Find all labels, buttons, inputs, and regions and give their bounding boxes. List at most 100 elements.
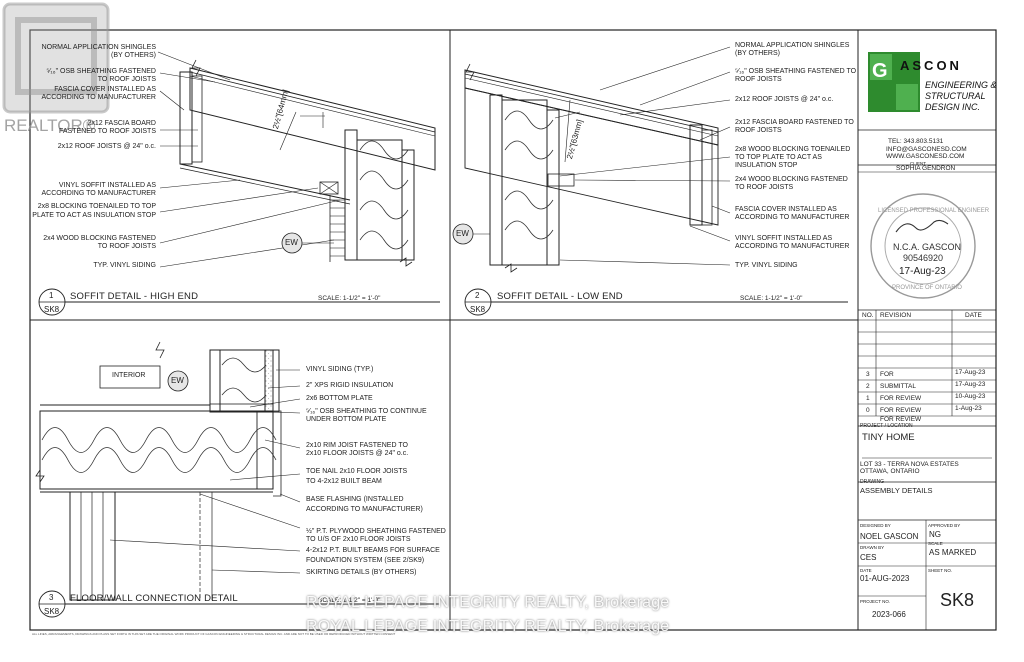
stamp-number: 90546920 (903, 253, 944, 263)
d3-note-15: SKIRTING DETAILS (BY OTHERS) (306, 569, 417, 576)
d3-note-5: 2x10 RIM JOIST FASTENED TO (306, 442, 408, 449)
d1-ew-tag: EW (285, 238, 298, 247)
d2-note-13: ACCORDING TO MANUFACTURER (735, 214, 850, 221)
d2-note-14: VINYL SOFFIT INSTALLED AS (735, 235, 833, 242)
d3-note-7: TOE NAIL 2x10 FLOOR JOISTS (306, 468, 408, 475)
rev-header-no: NO. (862, 312, 874, 319)
d2-note-12: FASCIA COVER INSTALLED AS (735, 206, 837, 213)
stamp-ring-bottom: PROVINCE OF ONTARIO (892, 285, 962, 291)
d3-interior-label: INTERIOR (112, 372, 146, 379)
approved-by: NG (929, 530, 941, 539)
d1-note-12: PLATE TO ACT AS INSULATION STOP (32, 212, 156, 219)
d2-note-7: 2x8 WOOD BLOCKING TOENAILED (735, 146, 851, 153)
d1-note-0: NORMAL APPLICATION SHINGLES (41, 44, 156, 51)
d1-note-11: 2x8 BLOCKING TOENAILED TO TOP (37, 203, 156, 210)
project-no: 2023-066 (872, 610, 906, 619)
d2-note-5: 2x12 FASCIA BOARD FASTENED TO (735, 119, 854, 126)
realtor-logo (2, 2, 110, 114)
detail-3-linework (35, 341, 440, 618)
d2-note-3: ROOF JOISTS (735, 76, 782, 83)
rev-row-2-date: 17-Aug-23 (955, 381, 986, 388)
tb-email: INFO@GASCONESD.COM (886, 146, 967, 153)
rev-row-2-desc: SUBMITTAL (880, 383, 916, 390)
d3-number: 3 (49, 593, 54, 602)
date-value: 01-AUG-2023 (860, 574, 910, 583)
d3-note-1: 2" XPS RIGID INSULATION (306, 382, 394, 389)
sheet-no-label: SHEET NO. (928, 568, 953, 573)
d3-ew-tag: EW (171, 376, 184, 385)
d1-note-3: TO ROOF JOISTS (97, 76, 156, 83)
rev-overflow: FOR REVIEW (880, 416, 922, 423)
d1-scale: SCALE: 1-1/2" = 1'-0" (318, 295, 381, 302)
d3-scale: SCALE: 1-1/2" = 1'-0" (318, 597, 381, 604)
d2-note-2: ⁵⁄₁₆" OSB SHEATHING FASTENED TO (735, 68, 857, 75)
d3-note-4: UNDER BOTTOM PLATE (306, 416, 387, 423)
d2-sheet: SK8 (470, 305, 486, 314)
stamp-ring-top: LICENSED PROFESSIONAL ENGINEER (878, 208, 990, 214)
d2-note-1: (BY OTHERS) (735, 50, 780, 57)
d1-note-10: ACCORDING TO MANUFACTURER (41, 190, 156, 197)
project-no-label: PROJECT NO. (860, 599, 891, 604)
brokerage-watermark-1: ROYAL LEPAGE INTEGRITY REALTY, Brokerage (306, 594, 670, 611)
d2-ew-tag: EW (456, 229, 469, 238)
scale-label: SCALE (928, 541, 943, 546)
d2-note-4: 2x12 ROOF JOISTS @ 24" o.c. (735, 96, 834, 103)
d1-sheet: SK8 (44, 305, 60, 314)
project-location-1: LOT 33 - TERRA NOVA ESTATES (860, 461, 959, 468)
drawing-label: DRAWING (860, 479, 884, 485)
d3-note-14: FOUNDATION SYSTEM (SEE 2/SK9) (306, 557, 425, 564)
d2-note-6: ROOF JOISTS (735, 127, 782, 134)
scale-value: AS MARKED (929, 548, 977, 557)
logo-line-1: ENGINEERING & (925, 80, 997, 90)
logo-line-2: STRUCTURAL (925, 91, 986, 101)
d3-note-6: 2x10 FLOOR JOISTS @ 24" o.c. (306, 450, 409, 457)
d2-number: 2 (475, 291, 480, 300)
d1-note-4: FASCIA COVER INSTALLED AS (54, 86, 156, 93)
tb-phone: TEL: 343.803.5131 (888, 138, 944, 145)
d3-title: FLOOR/WALL CONNECTION DETAIL (70, 593, 238, 604)
rev-header-revision: REVISION (880, 312, 912, 319)
d1-number: 1 (49, 291, 54, 300)
brokerage-watermark-2: ROYAL LEPAGE INTEGRITY REALTY, Brokerage (306, 618, 670, 635)
d3-note-12: TO U/S OF 2x10 FLOOR JOISTS (306, 536, 411, 543)
stamp-date: 17-Aug-23 (899, 266, 946, 277)
rev-row-3-no: 3 (866, 371, 870, 378)
drawn-by: CES (860, 553, 877, 562)
sheet-border (29, 29, 997, 631)
d2-note-11: TO ROOF JOISTS (735, 184, 794, 191)
rev-row-0-no: 0 (866, 407, 870, 414)
designed-by: NOEL GASCON (860, 532, 919, 541)
d3-sheet: SK8 (44, 607, 60, 616)
project-label: PROJECT / LOCATION (860, 423, 913, 429)
logo-line-3: DESIGN INC. (925, 102, 981, 112)
project-location-2: OTTAWA, ONTARIO (860, 468, 920, 475)
d3-note-8: TO 4-2x12 BUILT BEAM (306, 478, 382, 485)
drawn-by-label: DRAWN BY (860, 545, 885, 550)
d1-note-8: 2x12 ROOF JOISTS @ 24" o.c. (57, 143, 156, 150)
project-name: TINY HOME (862, 432, 915, 443)
d3-note-0: VINYL SIDING (TYP.) (306, 366, 374, 373)
d1-note-7: FASTENED TO ROOF JOISTS (59, 128, 156, 135)
d2-note-15: ACCORDING TO MANUFACTURER (735, 243, 850, 250)
rev-row-1-date: 10-Aug-23 (955, 393, 986, 400)
footer-note: ALL LINES, ARRANGEMENTS, DRAWINGS AND PL… (32, 632, 396, 636)
tb-web: WWW.GASCONESD.COM (886, 153, 965, 160)
d2-note-16: TYP. VINYL SIDING (735, 262, 798, 269)
d1-title: SOFFIT DETAIL - HIGH END (70, 291, 199, 302)
rev-row-3-desc: FOR (880, 371, 894, 378)
d2-note-10: 2x4 WOOD BLOCKING FASTENED (735, 176, 848, 183)
d2-note-0: NORMAL APPLICATION SHINGLES (735, 42, 850, 49)
drawing-name: ASSEMBLY DETAILS (860, 486, 933, 495)
sheet-no: SK8 (940, 590, 975, 610)
rev-header-date: DATE (965, 312, 982, 319)
d1-note-2: ⁵⁄₁₆" OSB SHEATHING FASTENED (46, 68, 156, 75)
d3-note-13: 4-2x12 P.T. BUILT BEAMS FOR SURFACE (306, 547, 440, 554)
rev-row-0-date: 1-Aug-23 (955, 405, 982, 412)
titleblock-linework (858, 52, 996, 630)
d1-note-9: VINYL SOFFIT INSTALLED AS (58, 182, 156, 189)
rev-row-2-no: 2 (866, 383, 870, 390)
designed-by-label: DESIGNED BY (860, 523, 891, 528)
d1-note-6: 2x12 FASCIA BOARD (87, 120, 156, 127)
